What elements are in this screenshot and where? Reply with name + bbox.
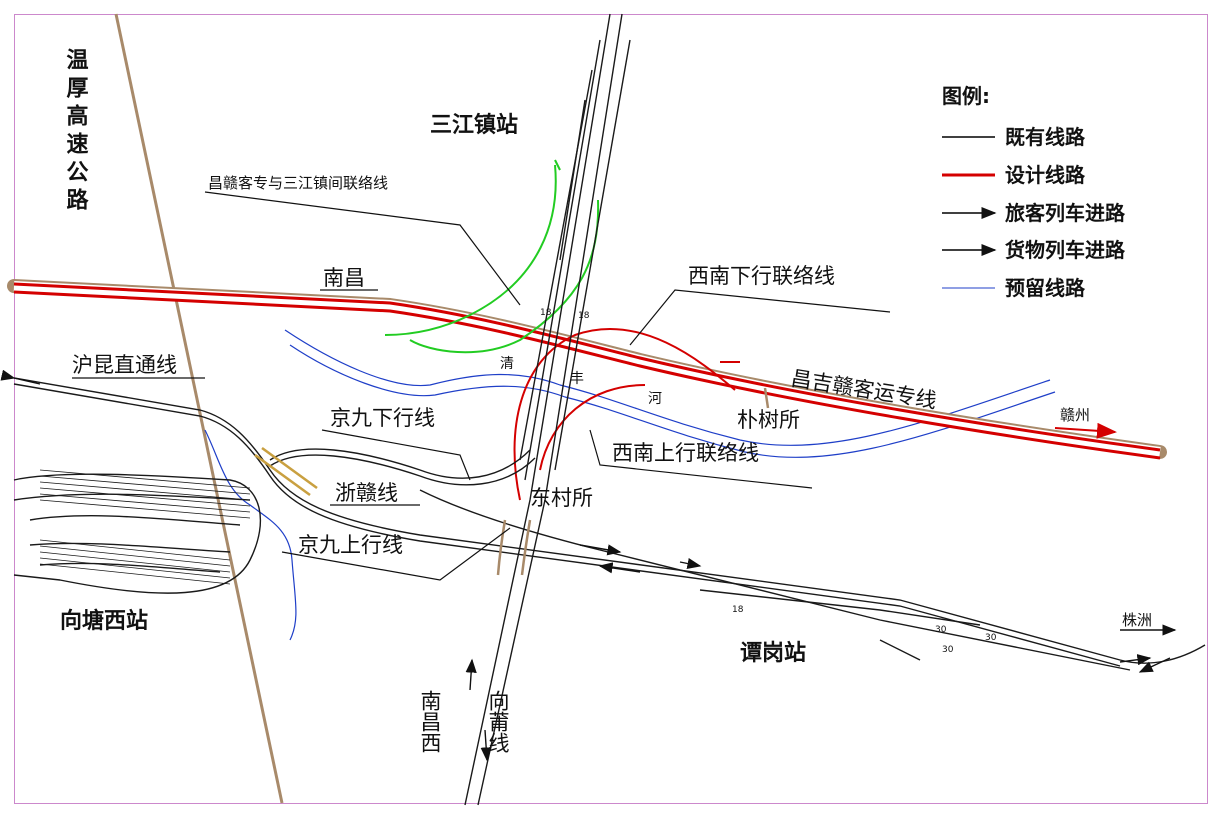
legend-item-design: 设计线路: [1005, 163, 1086, 187]
jingjiu-down-label: 京九下行线: [330, 406, 435, 430]
bridge-marks: [254, 446, 318, 497]
zhuzhou-label: 株洲: [1122, 611, 1152, 629]
legend-item-existing: 既有线路: [1005, 125, 1086, 149]
xiangtang-west-label: 向塘西站: [60, 608, 148, 634]
nanchang-label: 南昌: [323, 266, 365, 290]
leader-lines: [72, 191, 891, 581]
tangang-label: 谭岗站: [740, 641, 806, 666]
zhegan-label: 浙赣线: [335, 481, 398, 505]
jingjiu-up-label: 京九上行线: [298, 533, 403, 557]
hukun-label: 沪昆直通线: [72, 353, 177, 377]
highway-label: 温厚高速公路: [63, 48, 89, 216]
link-line-label: 昌赣客专与三江镇间联络线: [208, 174, 388, 192]
river-char: 清: [500, 356, 514, 372]
pushu-label: 朴树所: [737, 408, 800, 432]
mark-18: 18: [578, 311, 590, 321]
existing-lines: [13, 377, 1206, 671]
southwest-down-label: 西南下行联络线: [688, 264, 835, 288]
southwest-links: [513, 328, 740, 501]
xiangtang-yard: [39, 469, 251, 585]
legend-item-reserved: 预留线路: [1005, 276, 1086, 300]
legend-title: 图例:: [942, 84, 990, 108]
ns-rail-bundle: [464, 13, 631, 806]
nanchang-west-label: 南昌西: [418, 690, 442, 753]
dongcun-label: 东村所: [530, 486, 593, 510]
highway-line: [114, 13, 284, 804]
stream: [204, 429, 297, 641]
ganzhou-label: 赣州: [1060, 406, 1090, 424]
reserved-lines: [284, 329, 1056, 458]
mark-30: 30: [942, 645, 954, 655]
legend-item-passenger: 旅客列车进路: [1005, 201, 1126, 225]
sanjiang-station-label: 三江镇站: [430, 113, 518, 138]
xiangpu-label: 向莆线: [486, 690, 510, 753]
southwest-up-label: 西南上行联络线: [612, 441, 759, 465]
river-char: 河: [648, 391, 662, 407]
changji-line: [7, 279, 1167, 460]
drawing-frame: [14, 14, 1208, 804]
mark-30: 30: [935, 625, 947, 635]
river-char: 丰: [570, 371, 584, 387]
ganzhou-arrow: [1054, 422, 1117, 439]
underpass-marks: [496, 387, 770, 576]
mark-18: 18: [732, 605, 744, 615]
legend-swatches: [942, 136, 997, 289]
mark-18: 18: [540, 308, 552, 318]
legend-item-freight: 货物列车进路: [1005, 238, 1126, 262]
mark-30: 30: [985, 633, 997, 643]
route-arrows: [0, 369, 1177, 762]
